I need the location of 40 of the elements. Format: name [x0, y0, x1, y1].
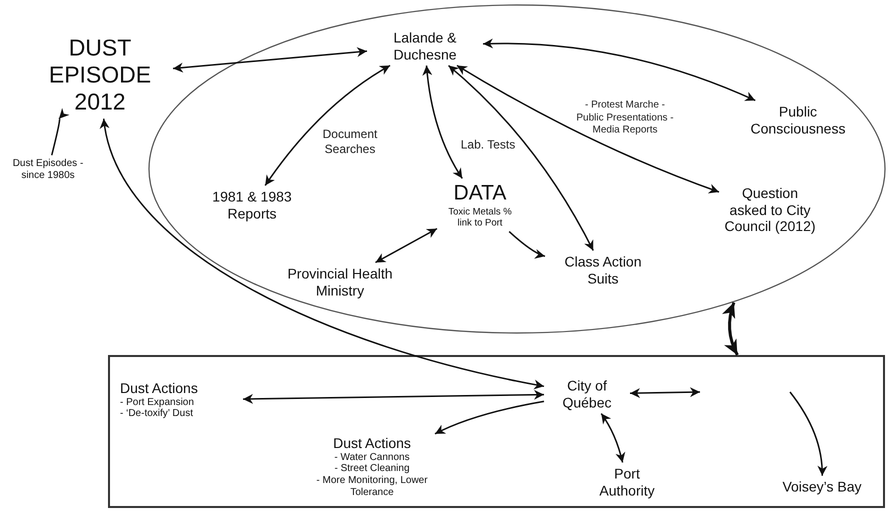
arrow	[422, 65, 463, 179]
arrow	[264, 64, 390, 186]
arrow	[600, 413, 626, 463]
arrow	[172, 47, 368, 73]
node-heading: Dust Actions	[333, 435, 411, 452]
arrow	[482, 38, 756, 102]
arrow	[789, 392, 828, 476]
node-label: Question asked to City Council (2012)	[722, 185, 818, 235]
node-detail: - Street Cleaning	[334, 463, 410, 476]
arrow	[508, 231, 546, 258]
node-label: Provincial Health Ministry	[275, 265, 405, 299]
arrow	[722, 302, 739, 356]
arrow	[242, 390, 544, 404]
node-label: Dust Episodes - since 1980s	[6, 158, 90, 182]
edge-label: Lab. Tests	[460, 138, 516, 152]
node-detail: - ‘De-toxify’ Dust	[120, 408, 193, 420]
arrow	[434, 400, 544, 434]
node-label: DUST EPISODE 2012	[30, 34, 170, 116]
node-label: Port Authority	[587, 465, 667, 499]
node-label: Public Consciousness	[733, 103, 863, 137]
arrow	[51, 110, 70, 156]
node-detail: - Port Expansion	[120, 396, 194, 408]
arrow	[630, 387, 700, 398]
node-label: City of Québec	[547, 377, 627, 411]
node-heading: Dust Actions	[120, 380, 198, 396]
arrow	[100, 118, 544, 390]
arrow	[456, 64, 720, 194]
panel-frame	[108, 355, 885, 508]
node-label: Class Action Suits	[548, 253, 658, 287]
node-detail: - Water Cannons	[334, 452, 410, 464]
edge-label: Document Searches	[322, 127, 378, 157]
node-detail: - More Monitoring, Lower Tolerance	[315, 475, 429, 499]
edge-label: - Protest Marche - Public Presentations - Media Reports	[575, 99, 675, 137]
node-label: Lalande & Duchesne	[370, 29, 480, 63]
node-heading: DATA	[454, 181, 506, 206]
node-label: Voisey’s Bay	[772, 478, 872, 496]
node-detail: Toxic Metals % link to Port	[447, 206, 513, 229]
arrow	[375, 228, 438, 264]
arrow	[448, 64, 594, 251]
node-label: 1981 & 1983 Reports	[197, 188, 307, 222]
